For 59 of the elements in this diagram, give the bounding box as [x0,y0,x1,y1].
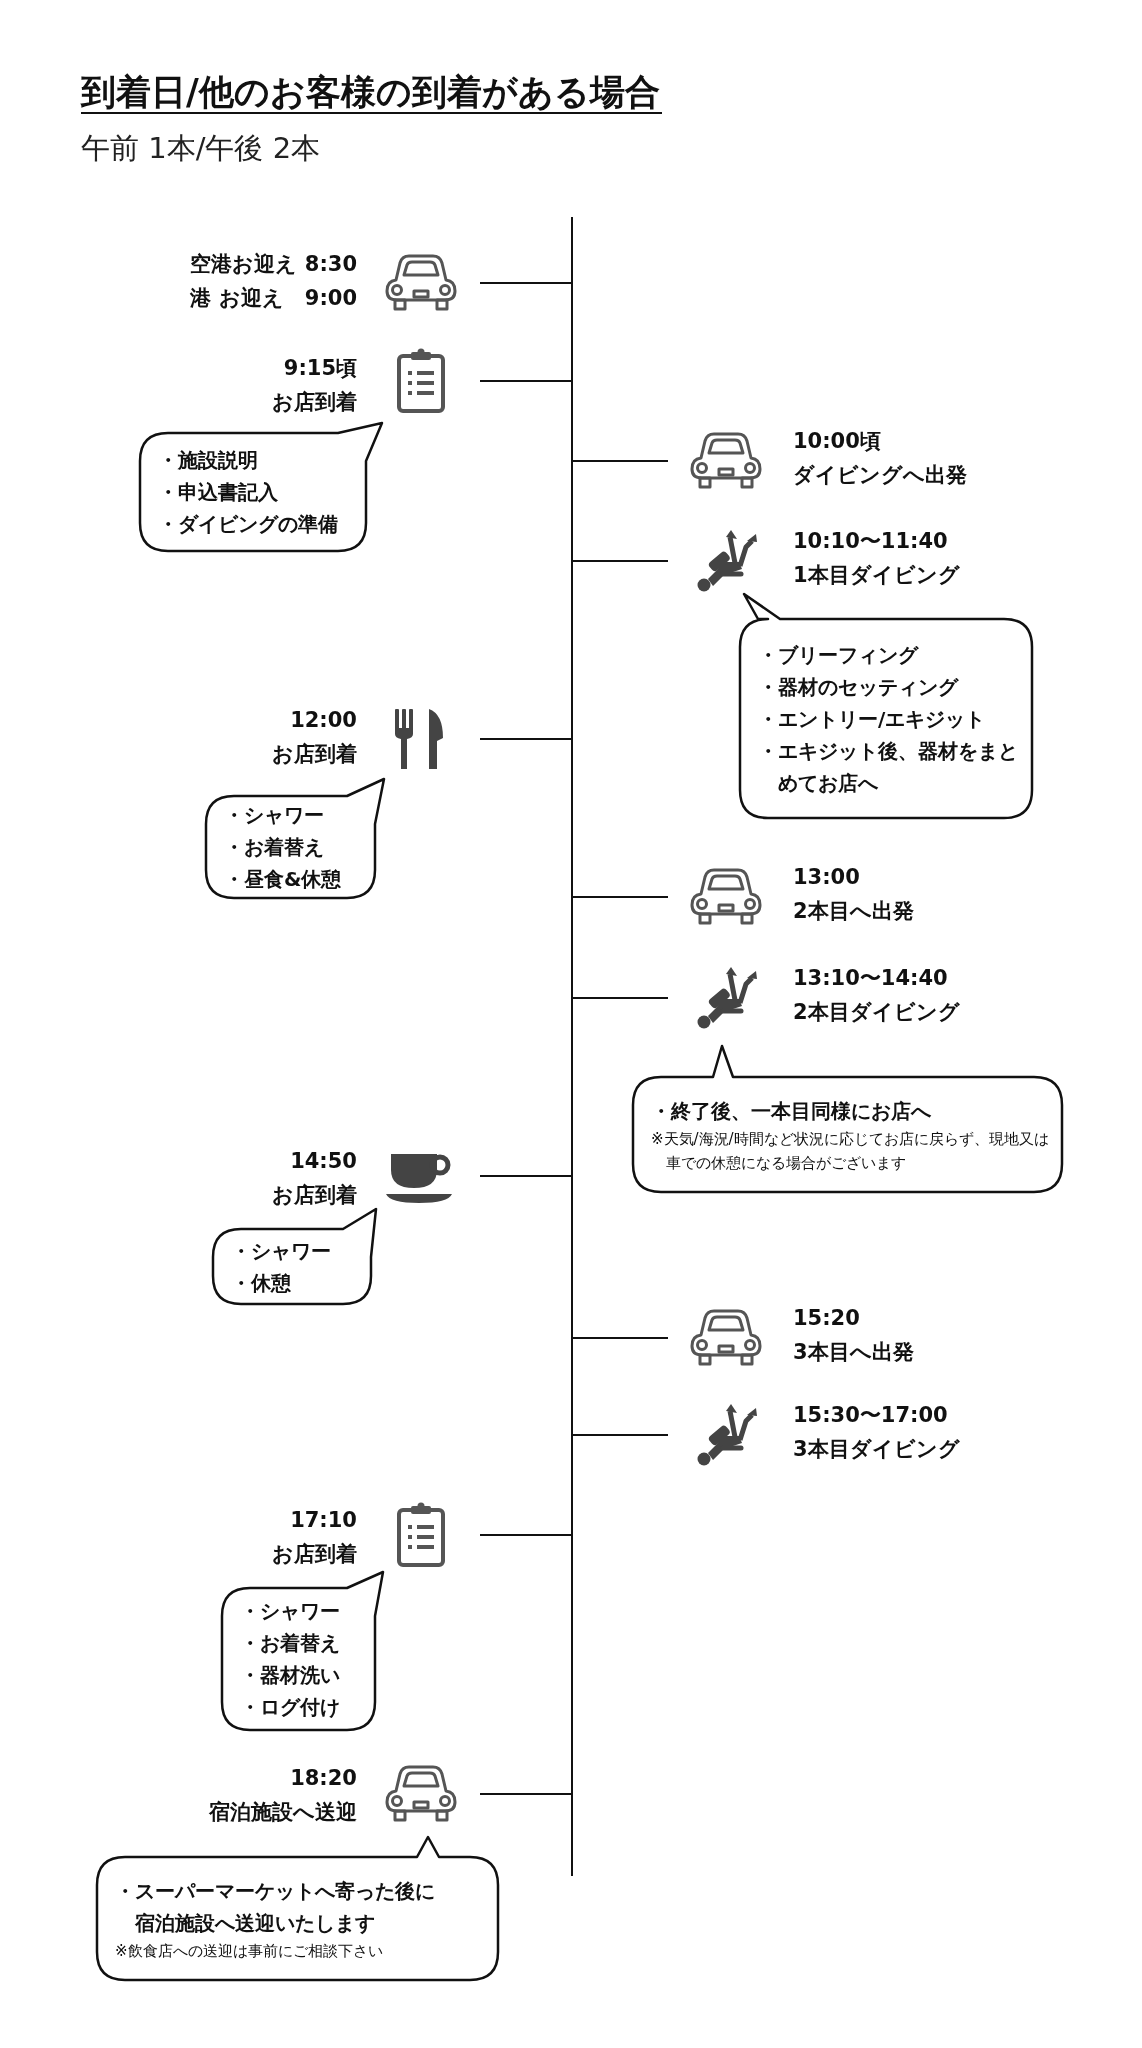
connector-line [480,1792,571,1796]
bullet-item: ・申込書記入 [158,479,279,506]
bullet-item: ・器材洗い [240,1662,341,1689]
schedule-label: 空港お迎え 8:30 [190,251,357,278]
schedule-label: 17:10 [290,1507,357,1534]
connector-line [573,559,668,563]
schedule-label: 14:50 [290,1148,357,1175]
note-text: ※飲食店への送迎は事前にご相談下さい [115,1940,384,1962]
schedule-label: 13:10〜14:40 [793,965,948,992]
bullet-item: ・シャワー [231,1237,332,1265]
schedule-label: お店到着 [272,741,357,768]
schedule-label: 3本目ダイビング [793,1436,960,1463]
connector-line [573,459,668,463]
schedule-label: 宿泊施設へ送迎 [209,1799,357,1826]
schedule-label: お店到着 [272,1541,357,1568]
bullet-item: ・ログ付け [240,1694,341,1721]
schedule-label: ダイビングへ出発 [793,462,967,489]
bullet-item: ・休憩 [231,1269,292,1297]
bullet-item: ・お着替え [224,834,325,861]
bullet-item: ・エントリー/エキジット [758,705,987,733]
note-text: ※天気/海況/時間など状況に応じてお店に戻らず、現地又は車での休憩になる場合がございます [651,1128,1050,1174]
schedule-label: 18:20 [290,1765,357,1792]
bullet-item: ・器材のセッティング [758,673,960,701]
schedule-label: 2本目へ出発 [793,898,914,925]
connector-line [480,737,571,741]
schedule-label: お店到着 [272,389,357,416]
schedule-label: 2本目ダイビング [793,999,960,1026]
bullet-item: ・施設説明 [158,447,259,474]
bullet-item: ・お着替え [240,1630,341,1657]
schedule-label: 13:00 [793,864,860,891]
schedule-label: 9:15頃 [283,355,357,382]
schedule-label: 15:30〜17:00 [793,1402,948,1429]
bullet-item: ・シャワー [240,1598,341,1625]
schedule-label: 10:10〜11:40 [793,528,948,555]
connector-line [480,379,571,383]
schedule-label: 港 お迎え 9:00 [190,285,357,312]
connector-line [480,1533,571,1537]
schedule-label: 15:20 [793,1305,860,1332]
connector-line [480,281,571,285]
schedule-label: 1本目ダイビング [793,562,960,589]
bullet-item: ・エキジット後、器材をまとめてお店へ [758,737,1019,797]
bullet-item: ・シャワー [224,802,325,829]
connector-line [573,996,668,1000]
bullet-item: ・ブリーフィング [758,641,920,669]
bullet-item: ・スーパーマーケットへ寄った後に宿泊施設へ送迎いたします [115,1877,436,1937]
connector-line [480,1174,571,1178]
subtitle: 午前 1本/午後 2本 [81,130,321,166]
schedule-label: 12:00 [290,707,357,734]
title: 到着日/他のお客様の到着がある場合 [81,72,662,114]
bullet-item: ・ダイビングの準備 [158,511,339,538]
schedule-label: 10:00頃 [793,428,881,455]
schedule-label: 3本目へ出発 [793,1339,914,1366]
bullet-item: ・終了後、一本目同様にお店へ [651,1097,932,1125]
connector-line [573,895,668,899]
schedule-label: お店到着 [272,1182,357,1209]
bullet-item: ・昼食&休憩 [224,866,343,893]
connector-line [573,1336,668,1340]
connector-line [573,1433,668,1437]
timeline-line [571,217,573,1876]
